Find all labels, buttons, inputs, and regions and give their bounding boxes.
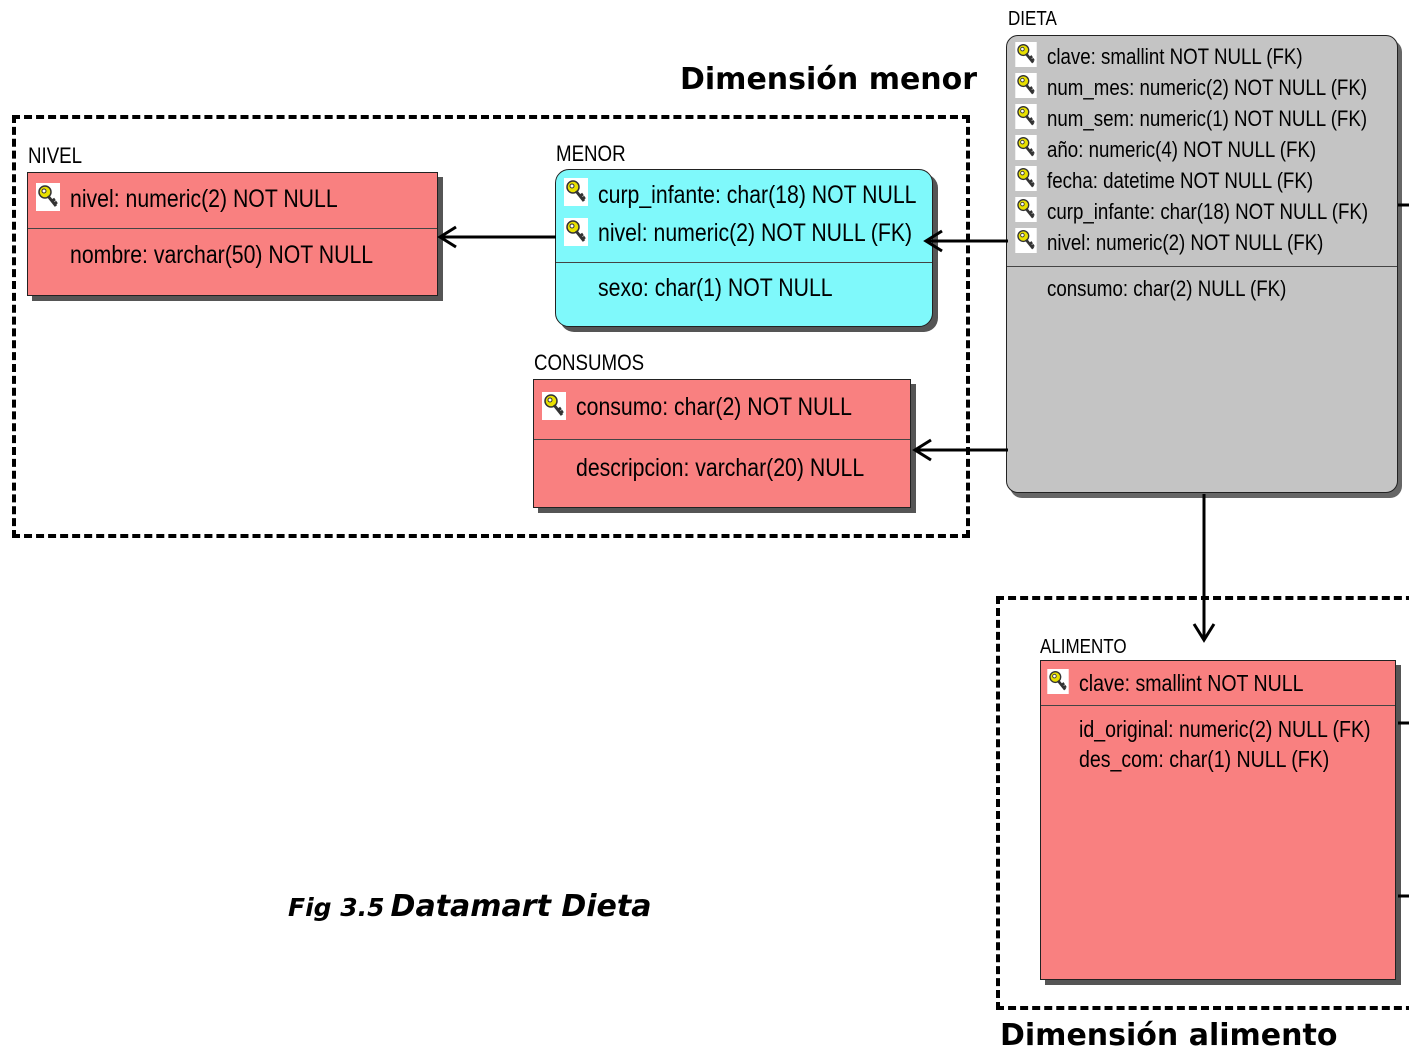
- entity-consumos[interactable]: consumo: char(2) NOT NULL descripcion: v…: [533, 379, 911, 508]
- entity-name-alimento: ALIMENTO: [1040, 636, 1127, 658]
- relationship-dieta-menor: [923, 229, 1008, 253]
- attribute-row: fecha: datetime NOT NULL (FK): [1047, 168, 1314, 193]
- attribute-row: nombre: varchar(50) NOT NULL: [70, 241, 374, 269]
- attribute-row: nivel: numeric(2) NOT NULL (FK): [1047, 230, 1324, 255]
- relationship-menor-nivel: [437, 225, 556, 249]
- key-icon: [1015, 166, 1037, 191]
- relationship-dieta-alimento: [1192, 494, 1216, 643]
- key-icon: [564, 218, 588, 246]
- entity-name-nivel: NIVEL: [28, 143, 83, 168]
- attribute-row: nivel: numeric(2) NOT NULL (FK): [598, 219, 913, 247]
- key-icon: [1047, 669, 1069, 694]
- dimension-menor-box: [12, 115, 970, 538]
- entity-nivel[interactable]: nivel: numeric(2) NOT NULL nombre: varch…: [27, 172, 438, 296]
- attribute-row: num_sem: numeric(1) NOT NULL (FK): [1047, 106, 1368, 131]
- entity-menor-keys: [556, 170, 932, 263]
- attribute-row: num_mes: numeric(2) NOT NULL (FK): [1047, 75, 1368, 100]
- dimension-alimento-title: Dimensión alimento: [1000, 1018, 1338, 1053]
- entity-alimento-keys: [1041, 661, 1395, 706]
- attribute-row: clave: smallint NOT NULL: [1079, 670, 1304, 696]
- dimension-menor-title: Dimensión menor: [680, 62, 978, 97]
- attribute-row: año: numeric(4) NOT NULL (FK): [1047, 137, 1317, 162]
- entity-consumos-keys: [534, 380, 910, 440]
- entity-nivel-keys: [28, 173, 437, 229]
- figure-caption-text: Datamart Dieta: [390, 889, 652, 924]
- attribute-row: curp_infante: char(18) NOT NULL (FK): [1047, 199, 1369, 224]
- entity-dieta[interactable]: clave: smallint NOT NULL (FK) num_mes: n…: [1006, 35, 1398, 493]
- relationship-dieta-consumos: [912, 438, 1008, 462]
- attribute-row: consumo: char(2) NOT NULL: [576, 393, 852, 421]
- key-icon: [36, 183, 60, 211]
- attribute-row: descripcion: varchar(20) NULL: [576, 454, 865, 482]
- attribute-row: nivel: numeric(2) NOT NULL: [70, 185, 338, 213]
- attribute-row: curp_infante: char(18) NOT NULL: [598, 181, 917, 209]
- entity-name-consumos: CONSUMOS: [534, 350, 645, 375]
- figure-number: Fig 3.5: [288, 893, 385, 922]
- key-icon: [1015, 228, 1037, 253]
- key-icon: [1015, 42, 1037, 67]
- attribute-row: des_com: char(1) NULL (FK): [1079, 746, 1330, 772]
- key-icon: [564, 178, 588, 206]
- attribute-row: clave: smallint NOT NULL (FK): [1047, 44, 1303, 69]
- key-icon: [1015, 197, 1037, 222]
- entity-name-dieta: DIETA: [1008, 8, 1057, 30]
- key-icon: [542, 392, 566, 420]
- attribute-row: consumo: char(2) NULL (FK): [1047, 276, 1287, 301]
- entity-dieta-keys: [1007, 36, 1397, 267]
- key-icon: [1015, 135, 1037, 160]
- key-icon: [1015, 104, 1037, 129]
- attribute-row: id_original: numeric(2) NULL (FK): [1079, 716, 1371, 742]
- entity-alimento[interactable]: clave: smallint NOT NULL id_original: nu…: [1040, 660, 1396, 980]
- entity-name-menor: MENOR: [556, 141, 626, 166]
- key-icon: [1015, 73, 1037, 98]
- attribute-row: sexo: char(1) NOT NULL: [598, 274, 833, 302]
- entity-menor[interactable]: curp_infante: char(18) NOT NULL nivel: n…: [555, 169, 933, 327]
